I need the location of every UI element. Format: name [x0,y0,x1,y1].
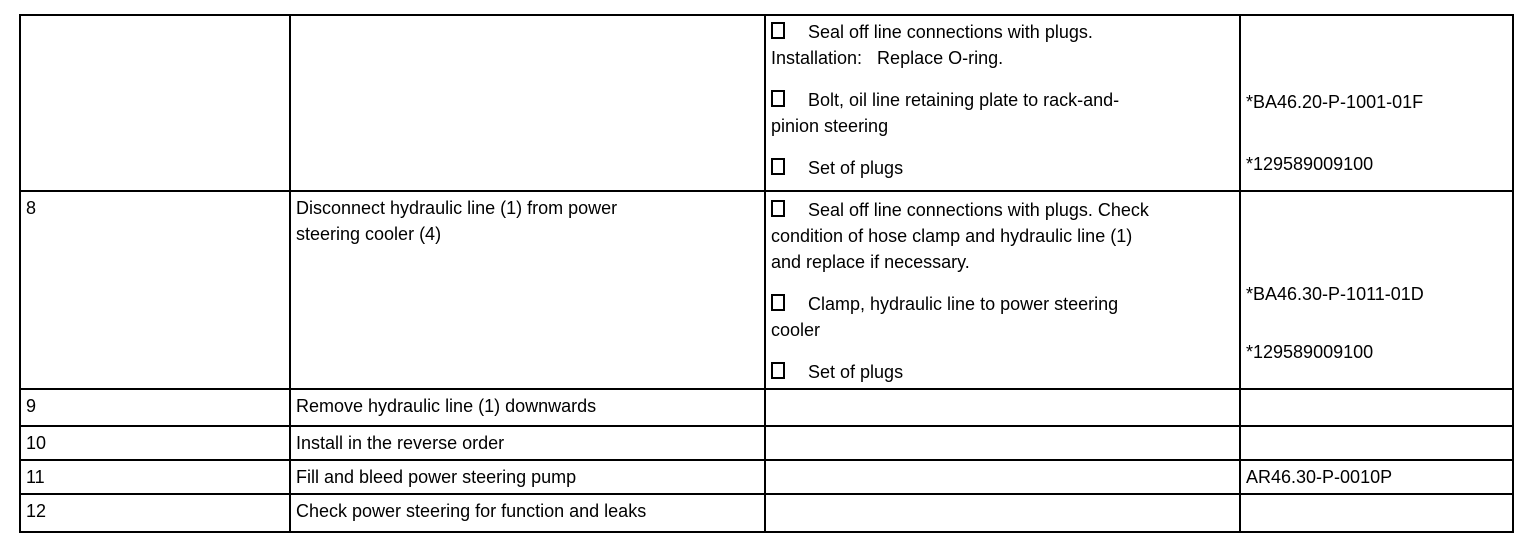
notes-cell [764,459,1241,495]
table-row: 11 Fill and bleed power steering pump AR… [19,459,1514,495]
reference-code: *129589009100 [1246,154,1374,174]
step-cell: 11 [19,459,291,495]
operation-text: Check power steering for function and le… [296,501,647,521]
note-item: Set of plugs [771,155,1234,181]
procedure-table: Seal off line connections with plugs. In… [19,14,1514,533]
note-item: Seal off line connections with plugs. In… [771,19,1234,71]
table-row: 12 Check power steering for function and… [19,493,1514,533]
note-text: Set of plugs [808,158,904,178]
notes-cell: Seal off line connections with plugs. In… [764,14,1241,192]
step-number: 11 [26,467,45,487]
table-row: 9 Remove hydraulic line (1) downwards [19,388,1514,427]
reference-code: *129589009100 [1246,342,1374,362]
note-text: Seal off line connections with plugs. Ch… [771,200,1149,272]
operation-cell [289,14,766,192]
operation-cell: Check power steering for function and le… [289,493,766,533]
step-number: 12 [26,501,47,521]
notes-cell: Seal off line connections with plugs. Ch… [764,190,1241,390]
step-number: 8 [26,198,37,218]
table-row-continuation: Seal off line connections with plugs. In… [19,14,1514,192]
step-cell [19,14,291,192]
table-row: 8 Disconnect hydraulic line (1) from pow… [19,190,1514,390]
notes-cell [764,493,1241,533]
note-item: Bolt, oil line retaining plate to rack-a… [771,87,1234,139]
square-bullet-icon [771,200,785,217]
step-number: 9 [26,396,37,416]
ref-cell [1239,388,1514,427]
square-bullet-icon [771,90,785,107]
note-item: Set of plugs [771,359,1234,385]
step-cell: 9 [19,388,291,427]
step-cell: 12 [19,493,291,533]
operation-cell: Fill and bleed power steering pump [289,459,766,495]
ref-cell: *BA46.20-P-1001-01F *129589009100 [1239,14,1514,192]
operation-text: Remove hydraulic line (1) downwards [296,396,597,416]
square-bullet-icon [771,294,785,311]
notes-cell [764,425,1241,461]
operation-cell: Disconnect hydraulic line (1) from power… [289,190,766,390]
note-item: Clamp, hydraulic line to power steering … [771,291,1234,343]
reference-code: *BA46.20-P-1001-01F [1246,92,1424,112]
notes-cell [764,388,1241,427]
table-row: 10 Install in the reverse order [19,425,1514,461]
step-cell: 10 [19,425,291,461]
note-text: Clamp, hydraulic line to power steering … [771,294,1119,340]
ref-cell [1239,493,1514,533]
step-cell: 8 [19,190,291,390]
reference-code: AR46.30-P-0010P [1246,467,1393,487]
note-item: Seal off line connections with plugs. Ch… [771,197,1234,275]
ref-cell [1239,425,1514,461]
square-bullet-icon [771,22,785,39]
operation-text: Fill and bleed power steering pump [296,467,577,487]
ref-cell: *BA46.30-P-1011-01D *129589009100 [1239,190,1514,390]
operation-cell: Remove hydraulic line (1) downwards [289,388,766,427]
operation-cell: Install in the reverse order [289,425,766,461]
operation-text: Disconnect hydraulic line (1) from power… [296,198,618,244]
step-number: 10 [26,433,47,453]
square-bullet-icon [771,362,785,379]
square-bullet-icon [771,158,785,175]
reference-code: *BA46.30-P-1011-01D [1246,284,1424,304]
note-text: Seal off line connections with plugs. In… [771,22,1093,68]
note-text: Set of plugs [808,362,904,382]
operation-text: Install in the reverse order [296,433,505,453]
ref-cell: AR46.30-P-0010P [1239,459,1514,495]
note-text: Bolt, oil line retaining plate to rack-a… [771,90,1120,136]
